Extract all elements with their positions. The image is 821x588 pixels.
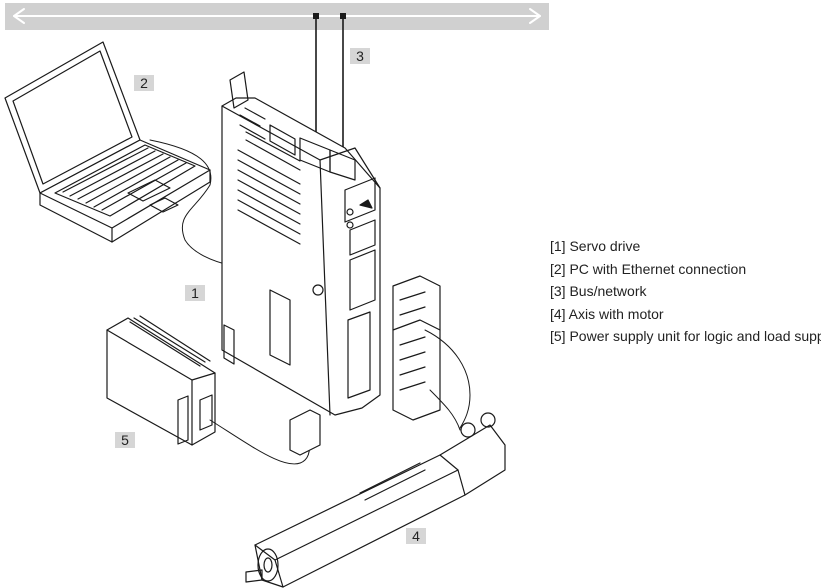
laptop-pc	[4, 41, 211, 243]
motor-cable	[424, 329, 471, 429]
legend-item-bus-network: [3] Bus/network	[550, 283, 647, 300]
legend-item-servo-drive: [1] Servo drive	[550, 238, 641, 254]
callout-1: 1	[185, 285, 205, 301]
legend-item-power-supply: [5] Power supply unit for logic and load…	[550, 328, 821, 345]
power-supply-unit	[106, 315, 216, 446]
axis-with-motor	[245, 412, 506, 588]
callout-2: 2	[134, 75, 154, 91]
power-connector	[289, 409, 321, 456]
legend-item-axis-motor: [4] Axis with motor	[550, 305, 664, 322]
connector-block	[392, 275, 441, 421]
servo-drive	[221, 71, 381, 416]
legend-item-pc: [2] PC with Ethernet connection	[550, 260, 747, 277]
legend: [1] Servo drive [2] PC with Ethernet con…	[550, 236, 821, 349]
callout-4: 4	[406, 528, 426, 544]
callout-3: 3	[350, 48, 370, 64]
bus-network-bar	[5, 3, 549, 151]
callout-5: 5	[115, 432, 135, 448]
